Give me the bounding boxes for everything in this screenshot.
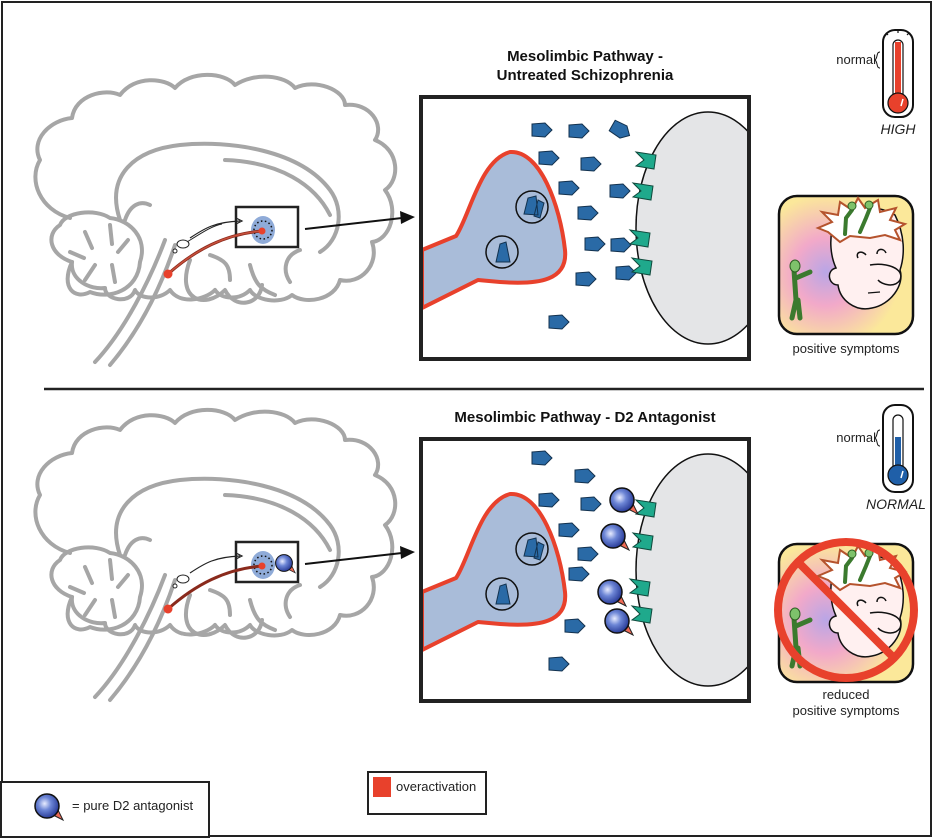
thermometer-level-label-bottom: NORMAL bbox=[866, 496, 926, 512]
vesicle bbox=[485, 577, 519, 611]
postsynaptic-neuron bbox=[635, 453, 747, 687]
positive-symptoms-icon bbox=[777, 194, 915, 336]
symptom-label-line-1: reduced bbox=[822, 687, 870, 702]
thermometer-level-label-top: HIGH bbox=[880, 121, 916, 137]
synapse-box-top bbox=[419, 95, 751, 361]
symptom-label-top: positive symptoms bbox=[792, 341, 900, 356]
brain-inset-top bbox=[163, 205, 300, 279]
panel-title-top: Mesolimbic Pathway - Untreated Schizophr… bbox=[421, 47, 749, 85]
title-line-1: Mesolimbic Pathway - bbox=[507, 48, 663, 65]
thermometer-normal bbox=[874, 404, 914, 493]
postsynaptic-neuron bbox=[635, 111, 747, 345]
brain-inset-bottom bbox=[163, 540, 300, 614]
legend-overactivation-label: overactivation bbox=[396, 779, 477, 794]
thermometer-high bbox=[874, 29, 914, 118]
title-line-2: Untreated Schizophrenia bbox=[496, 67, 674, 84]
overactivation-swatch bbox=[373, 777, 391, 797]
thermometer-scale-label-bottom: normal bbox=[836, 430, 876, 445]
prohibition-icon bbox=[774, 538, 918, 682]
symptom-label-bottom: reduced positive symptoms bbox=[766, 687, 926, 719]
vesicle bbox=[515, 190, 549, 224]
vesicle bbox=[485, 235, 519, 269]
zoom-arrow-bottom bbox=[304, 546, 415, 565]
synapse-box-bottom bbox=[419, 437, 751, 703]
brain-sagittal-bottom bbox=[33, 407, 398, 702]
symptom-label-line-2: positive symptoms bbox=[792, 703, 900, 718]
thermometer-scale-label-top: normal bbox=[836, 52, 876, 67]
zoom-arrow-top bbox=[304, 211, 415, 230]
panel-title-bottom: Mesolimbic Pathway - D2 Antagonist bbox=[454, 409, 716, 426]
brain-sagittal-top bbox=[33, 72, 398, 367]
legend-antagonist-label: = pure D2 antagonist bbox=[72, 798, 194, 813]
vesicle bbox=[515, 532, 549, 566]
reduced-positive-symptoms-icon bbox=[774, 538, 918, 684]
